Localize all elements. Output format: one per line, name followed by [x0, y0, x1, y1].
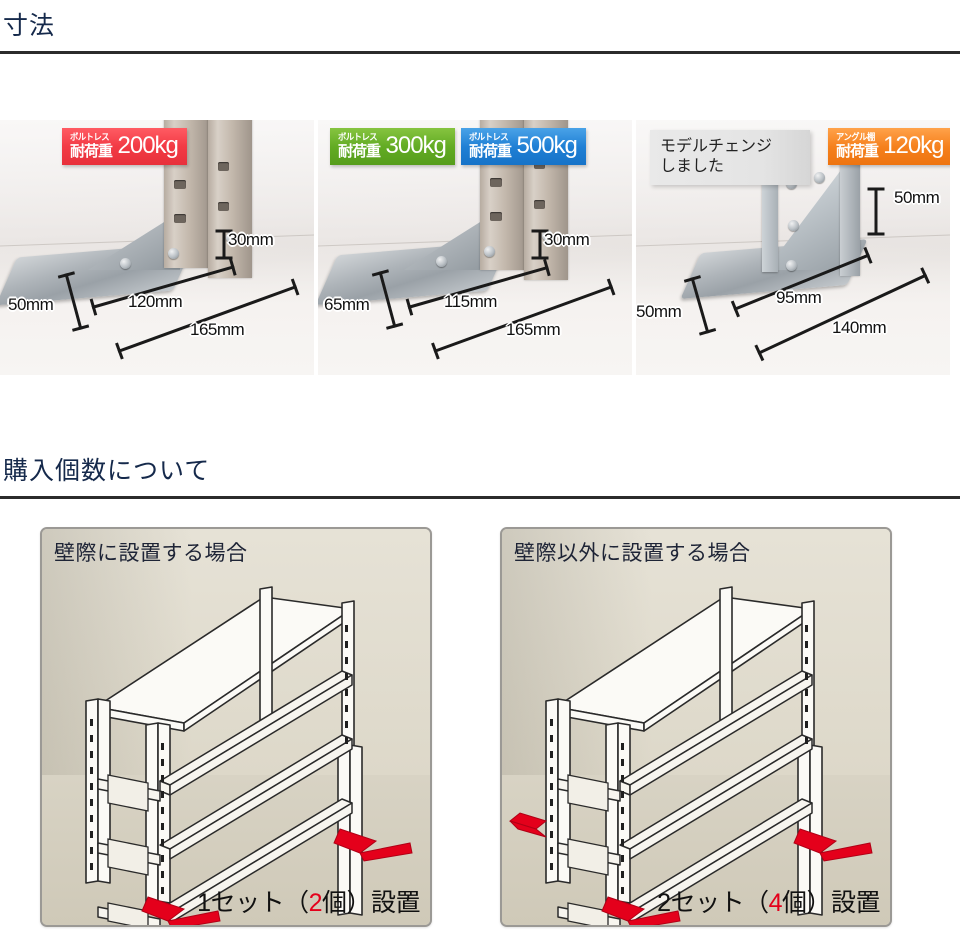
dimension-photo-strip: ボルトレス 耐荷重 200kg 30mm 50mm 120mm 165mm [0, 120, 960, 375]
badge-value: 120kg [883, 132, 944, 159]
caption-suffix: 個）設置 [321, 889, 421, 917]
vertical-flange [762, 166, 778, 272]
bolt [484, 246, 495, 257]
dim-label-depth: 50mm [636, 302, 682, 321]
dim-label-inner: 120mm [128, 292, 183, 311]
photo-panel-200kg: ボルトレス 耐荷重 200kg 30mm 50mm 120mm 165mm [0, 120, 314, 375]
dim-line-height [874, 187, 878, 236]
photo-panel-120kg: モデルチェンジ しました アングル棚 耐荷重 120kg 50mm 50mm 9… [636, 120, 950, 375]
diagram-card-against-wall: 壁際に設置する場合 [40, 527, 432, 927]
bolt [786, 260, 797, 271]
bolt [788, 220, 799, 231]
bolt [226, 232, 237, 243]
dim-label-outer: 140mm [832, 318, 887, 337]
photo-panel-300-500kg: ボルトレス 耐荷重 300kg ボルトレス 耐荷重 500kg 30mm 65m… [318, 120, 632, 375]
section-title-quantity: 購入個数について [3, 457, 211, 485]
section-header-dimensions: 寸法 [0, 14, 960, 54]
dim-line-height [222, 229, 226, 260]
badge-label: 耐荷重 [469, 143, 512, 160]
upright-post-right [208, 120, 252, 278]
dim-label-inner: 115mm [444, 292, 497, 311]
caption-count: 4 [768, 889, 783, 917]
badge-value: 500kg [516, 132, 578, 159]
diagram-caption-against-wall: 1セット（2個）設置 [197, 883, 420, 919]
load-badge-120kg: アングル棚 耐荷重 120kg [828, 128, 950, 165]
dim-label-height: 50mm [894, 188, 940, 207]
badge-kind: アングル棚 [836, 132, 875, 142]
shelf-diagram-away-from-wall [508, 586, 873, 925]
dim-line-height [538, 229, 542, 260]
dim-label-height: 30mm [228, 230, 274, 249]
bolt [542, 230, 553, 241]
angle-post [840, 156, 860, 276]
diagram-card-away-from-wall: 壁際以外に設置する場合 [500, 527, 892, 927]
bolt [814, 172, 825, 183]
load-badge-300kg: ボルトレス 耐荷重 300kg [330, 128, 455, 165]
badge-label: 耐荷重 [70, 143, 113, 160]
diagram-title-away-from-wall: 壁際以外に設置する場合 [514, 542, 751, 565]
page-title: 寸法 [3, 12, 56, 40]
badge-value: 200kg [117, 132, 179, 159]
anti-tip-bracket [508, 812, 873, 925]
caption-count: 2 [308, 889, 323, 917]
bolt [168, 248, 179, 259]
bolt [120, 258, 131, 269]
purchase-quantity-diagrams: 壁際に設置する場合 [0, 527, 960, 927]
dim-label-inner: 95mm [776, 288, 822, 307]
bolt [436, 256, 447, 267]
badge-label: 耐荷重 [836, 143, 879, 160]
section-divider [0, 51, 960, 54]
badge-kind: ボルトレス [338, 132, 378, 142]
badge-label: 耐荷重 [338, 143, 381, 160]
caption-prefix: 1セット（ [197, 889, 309, 917]
shelf-diagram-against-wall [85, 586, 413, 925]
caption-prefix: 2セット（ [657, 889, 769, 917]
section-divider [0, 496, 960, 499]
model-change-notice: モデルチェンジ しました [650, 130, 810, 185]
badge-kind: ボルトレス [469, 132, 509, 142]
dim-label-depth: 65mm [324, 295, 370, 314]
dim-label-height: 30mm [544, 230, 590, 249]
dim-label-outer: 165mm [190, 320, 245, 339]
dim-label-outer: 165mm [506, 320, 561, 339]
dim-label-depth: 50mm [8, 295, 54, 314]
section-header-quantity: 購入個数について [0, 459, 960, 499]
diagram-title-against-wall: 壁際に設置する場合 [54, 542, 248, 565]
diagram-caption-away-from-wall: 2セット（4個）設置 [657, 883, 880, 919]
badge-value: 300kg [385, 132, 447, 159]
badge-kind: ボルトレス [70, 132, 110, 142]
anti-tip-bracket [141, 828, 413, 925]
load-badge-500kg: ボルトレス 耐荷重 500kg [461, 128, 586, 165]
caption-suffix: 個）設置 [781, 889, 881, 917]
load-badge-200kg: ボルトレス 耐荷重 200kg [62, 128, 187, 165]
